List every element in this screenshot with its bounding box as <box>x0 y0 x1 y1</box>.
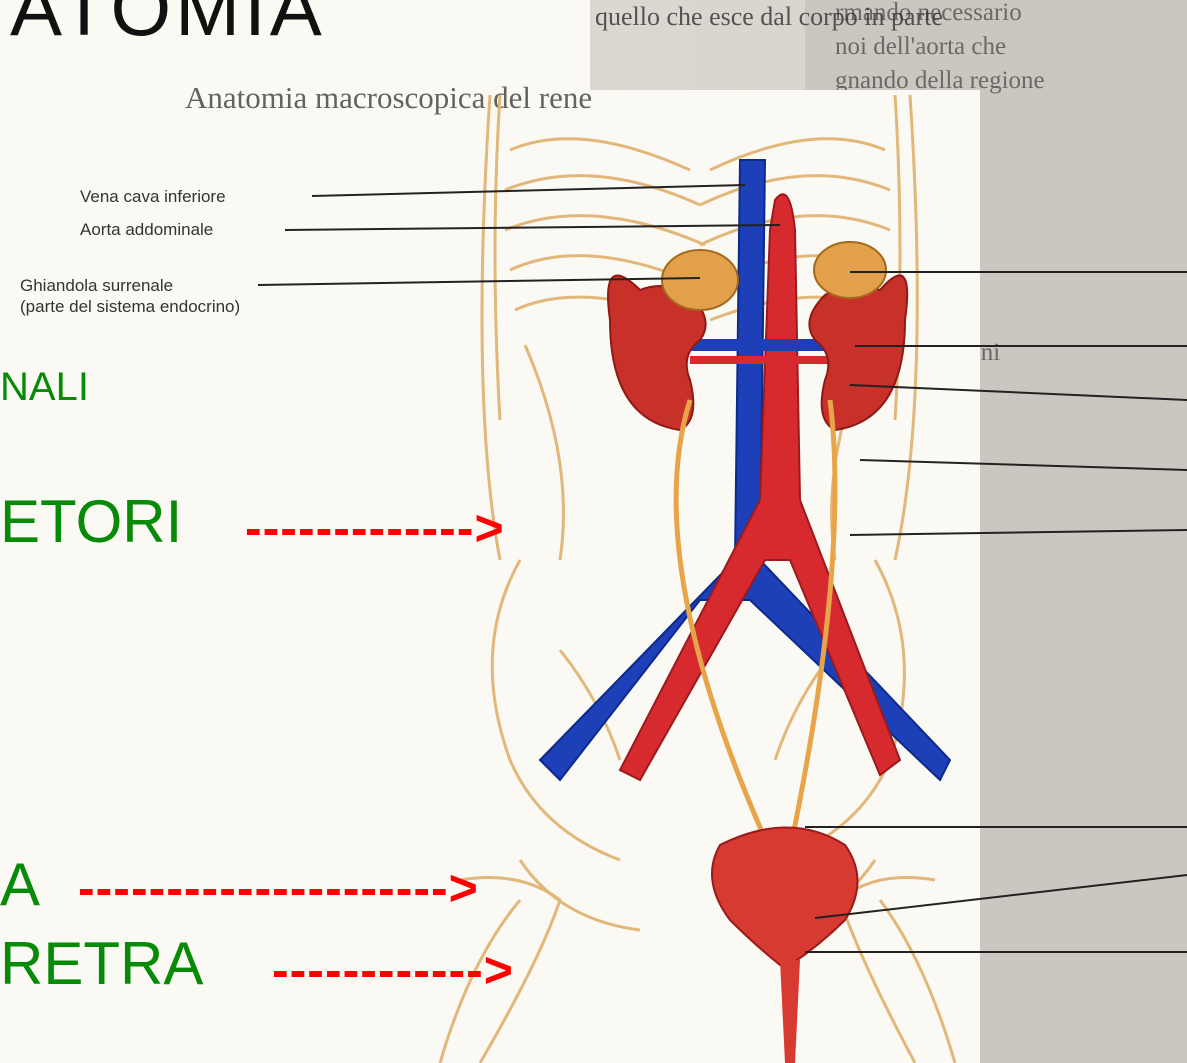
label-surrenali: NALI <box>0 357 89 417</box>
label-uretra: RETRA <box>0 934 203 994</box>
legend-aorta: Aorta addominale <box>80 220 213 240</box>
legend-ghiandola-surrenale: Ghiandola surrenale <box>20 276 173 296</box>
arrow-ureteri: -------------> <box>245 503 505 553</box>
legend-ghiandola-subtitle: (parte del sistema endocrino) <box>20 297 240 317</box>
arrow-uretra: ------------> <box>272 945 514 995</box>
legend-vena-cava: Vena cava inferiore <box>80 187 226 207</box>
slide-title: ATOMIA <box>10 0 326 38</box>
label-vescica: A <box>0 855 40 915</box>
label-ureteri: ETORI <box>0 492 182 552</box>
arrow-vescica: ---------------------> <box>78 863 479 913</box>
